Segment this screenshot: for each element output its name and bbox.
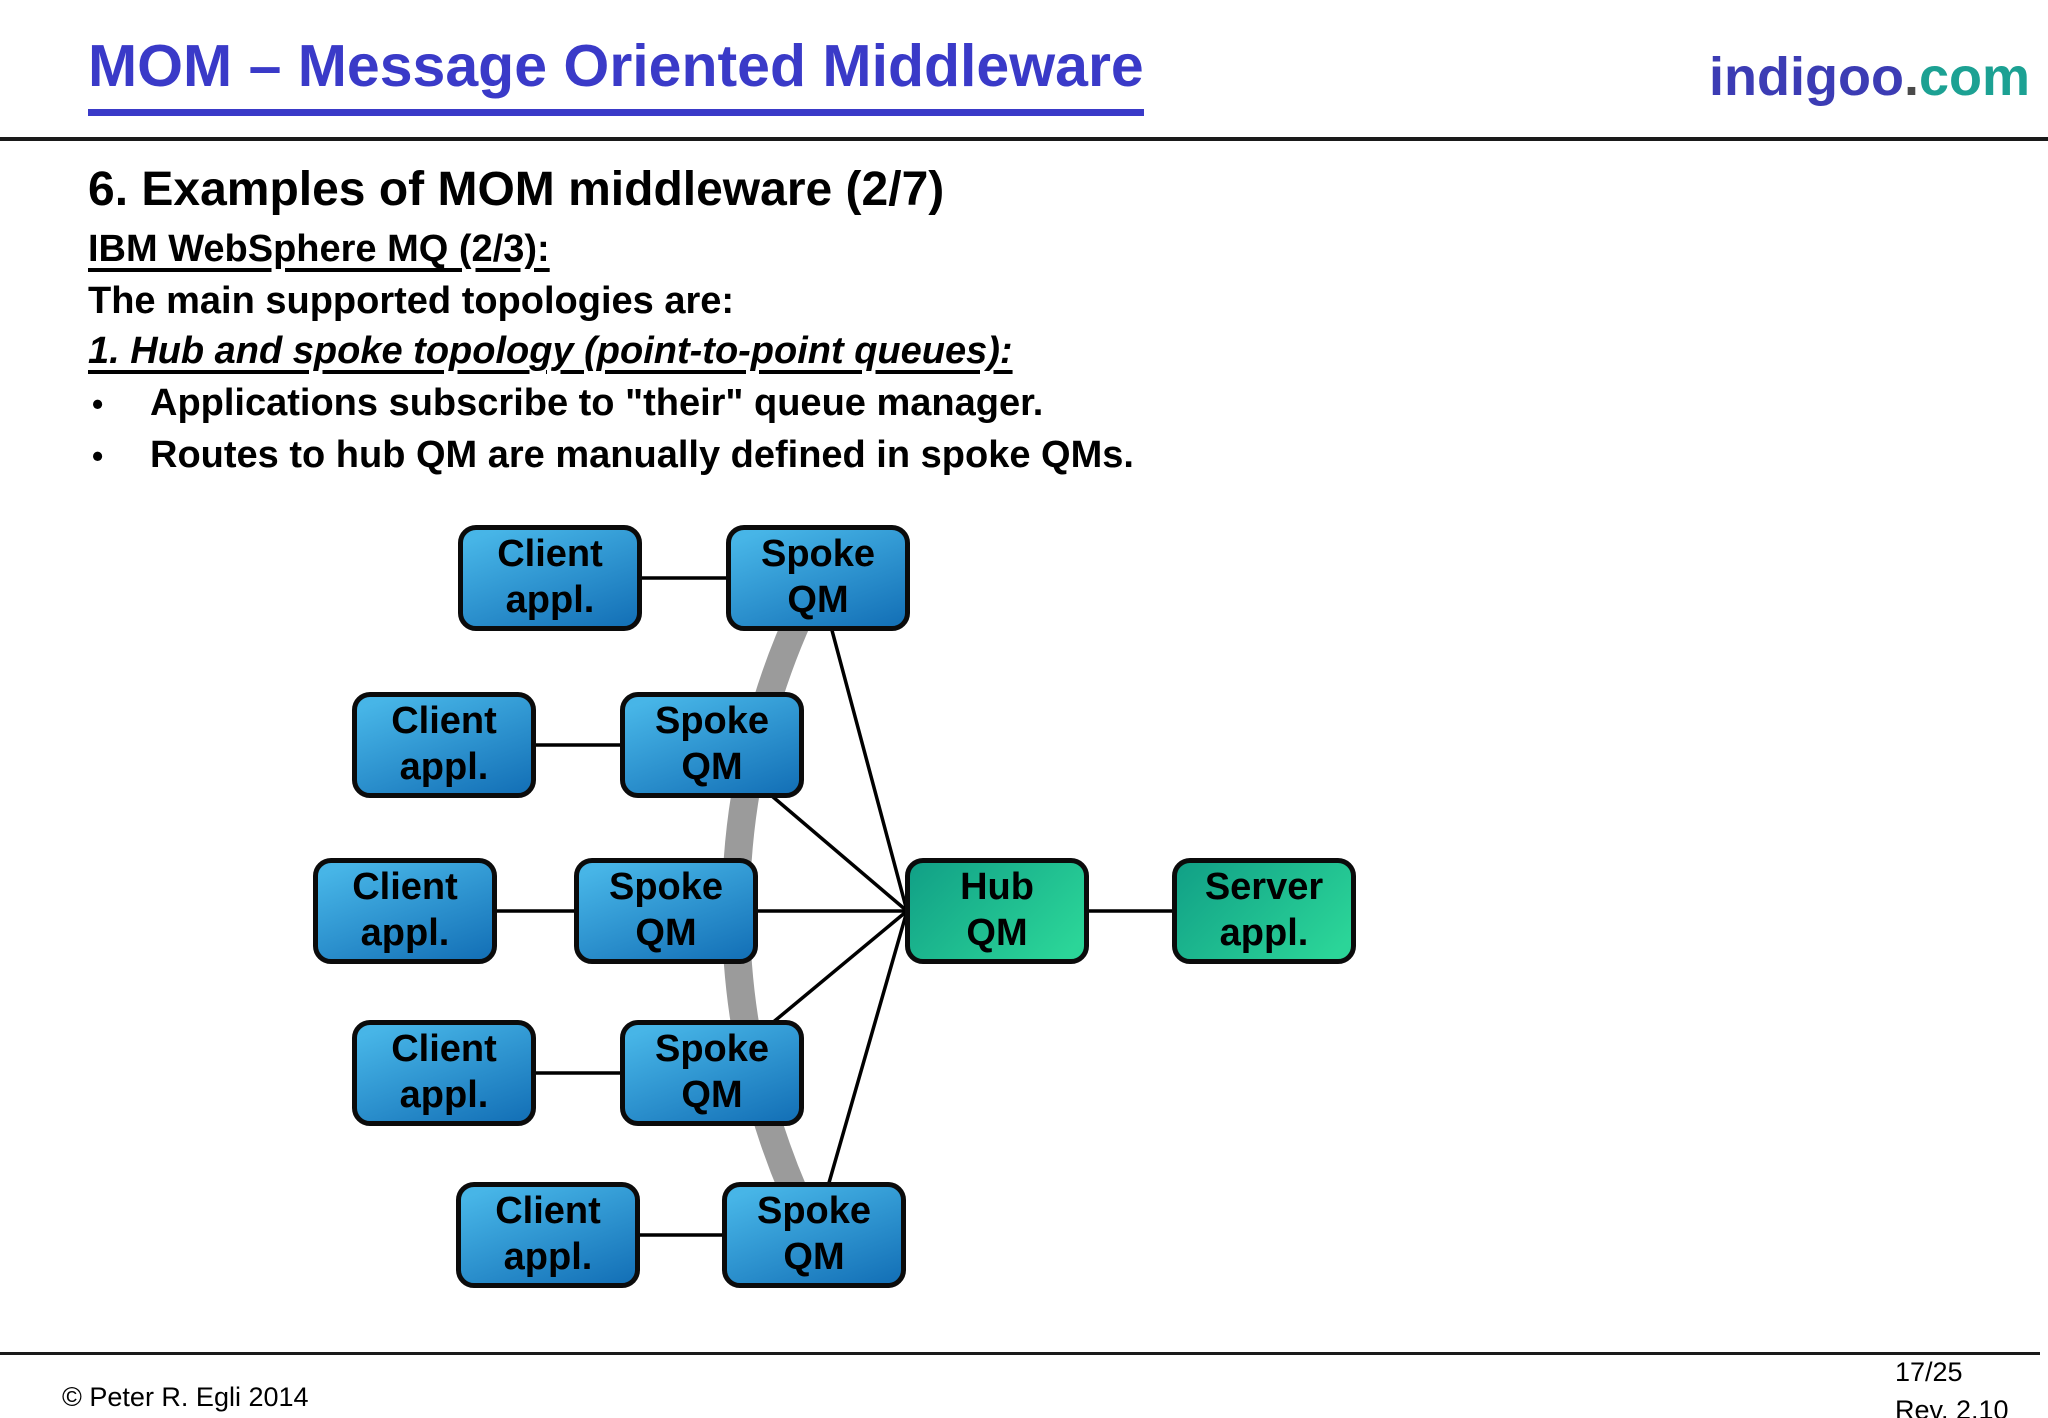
node-label-line: appl. <box>399 746 489 788</box>
node-label-line: QM <box>635 912 697 954</box>
node-label-line: Server <box>1204 866 1324 909</box>
subheading-ibm-websphere: IBM WebSphere MQ (2/3): <box>88 228 550 270</box>
page-title: MOM – Message Oriented Middleware <box>88 32 1144 116</box>
brand-logo: indigoo.com <box>1709 46 2030 108</box>
bullet-text: Applications subscribe to "their" queue … <box>150 382 1044 424</box>
connector-line <box>816 577 909 912</box>
node-label-line: Client <box>391 1028 497 1071</box>
bullet-icon: • <box>92 438 104 474</box>
section-heading: 6. Examples of MOM middleware (2/7) <box>88 163 945 216</box>
node-label-line: appl. <box>505 579 595 621</box>
brand-name: indigoo <box>1709 47 1904 107</box>
node-label-line: Spoke <box>654 1028 770 1071</box>
node-label-line: QM <box>681 1074 743 1116</box>
node-label-line: appl. <box>360 912 450 954</box>
bullet-item-1: • Applications subscribe to "their" queu… <box>92 382 1043 425</box>
page-number: 17/25 <box>1895 1357 1963 1387</box>
node-label-line: QM <box>966 912 1028 954</box>
revision-number: Rev. 2.10 <box>1895 1395 2009 1418</box>
node-label-line: Spoke <box>608 866 724 909</box>
connector-line <box>812 910 909 1236</box>
node-label-line: QM <box>783 1236 845 1278</box>
node-label-line: Client <box>352 866 458 909</box>
node-label-line: appl. <box>1219 912 1309 954</box>
copyright-text: © Peter R. Egli 2014 <box>62 1382 309 1412</box>
footer-divider <box>0 1352 2040 1355</box>
topology-title: 1. Hub and spoke topology (point-to-poin… <box>88 330 1013 372</box>
node-label-line: Client <box>391 700 497 743</box>
intro-line: The main supported topologies are: <box>88 280 735 322</box>
node-label-line: Client <box>497 533 603 576</box>
bullet-icon: • <box>92 386 104 422</box>
footer-meta: 17/25 Rev. 2.10 <box>1895 1357 2009 1418</box>
brand-tld: com <box>1918 47 2030 107</box>
bullet-text: Routes to hub QM are manually defined in… <box>150 434 1134 476</box>
node-label-line: Client <box>495 1190 601 1233</box>
node-label-line: Spoke <box>760 533 876 576</box>
bullet-item-2: • Routes to hub QM are manually defined … <box>92 434 1134 477</box>
node-label-line: Hub <box>960 866 1034 909</box>
node-label-line: Spoke <box>756 1190 872 1233</box>
node-label-line: appl. <box>503 1236 593 1278</box>
node-label-line: QM <box>787 579 849 621</box>
node-label-line: appl. <box>399 1074 489 1116</box>
header-divider <box>0 137 2048 141</box>
brand-dot: . <box>1903 47 1919 107</box>
node-label-line: Spoke <box>654 700 770 743</box>
node-label-line: QM <box>681 746 743 788</box>
